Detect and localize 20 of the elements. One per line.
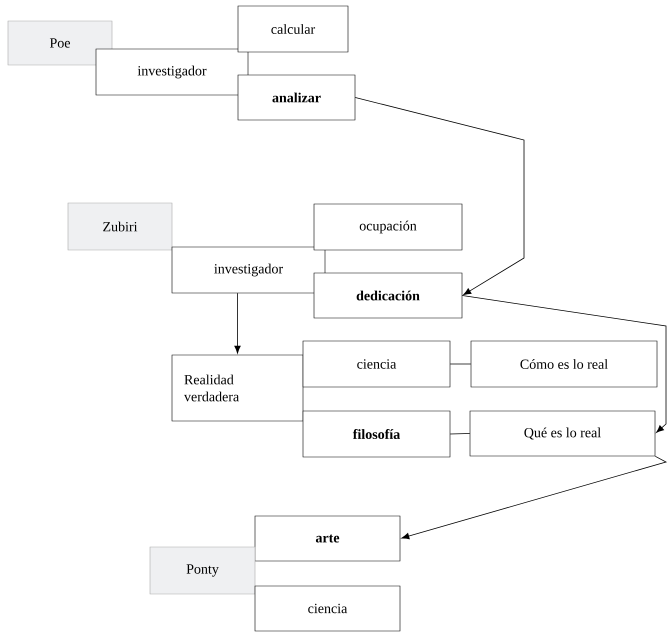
concept-box: investigador [96,48,248,96]
concept-box: dedicación [314,272,462,318]
name-box: Ponty [150,546,256,594]
concept-box: ciencia [254,586,400,632]
concept-box: Qué es lo real [470,410,656,456]
concept-box: Cómo es lo real [470,340,658,388]
concept-box: arte [254,516,400,562]
concept-box: analizar [238,74,356,120]
arrow [401,456,668,540]
concept-box: ciencia [302,340,450,388]
arrow [354,97,524,296]
name-box: Poe [8,20,112,66]
name-box: Zubiri [68,202,172,250]
concept-box: Realidad verdadera [172,354,304,422]
concept-box: calcular [238,6,348,52]
arrow [234,292,241,354]
concept-box: ocupación [314,204,462,250]
concept-box: filosofía [302,410,450,458]
arrow [462,295,666,433]
concept-box: investigador [172,246,326,294]
